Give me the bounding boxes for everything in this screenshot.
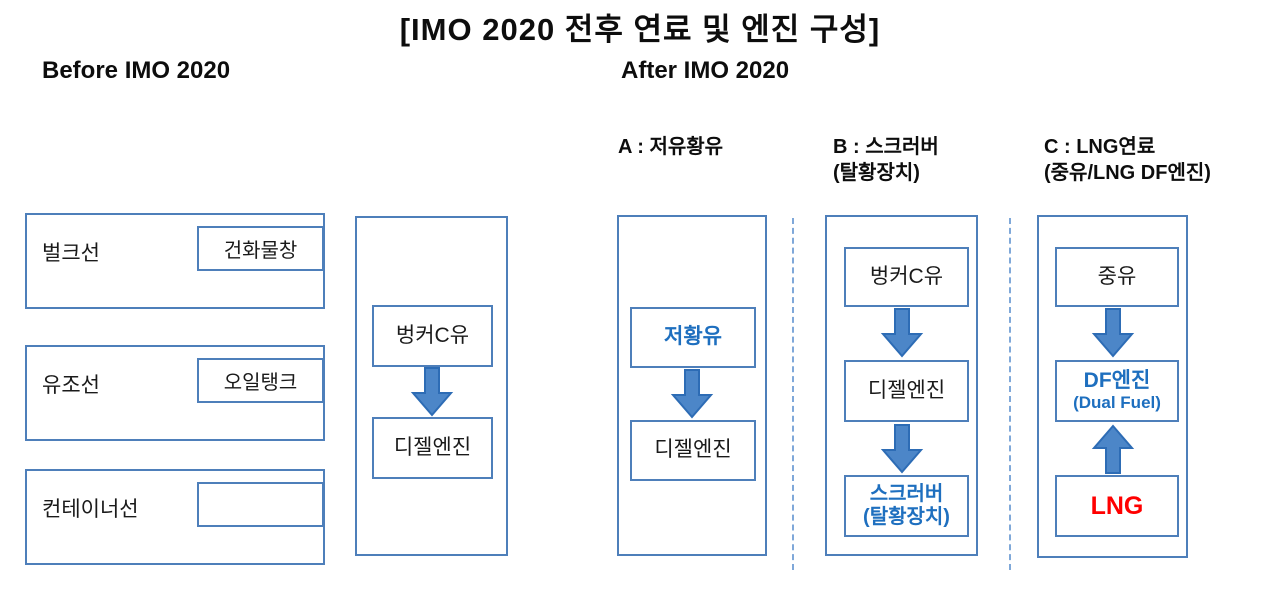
df-engine-label-line2: (Dual Fuel) [1073, 393, 1161, 413]
fuel-box: 벙커C유 [844, 247, 969, 307]
up-arrow-icon [1091, 424, 1135, 479]
df-engine-label-line1: DF엔진 [1083, 369, 1151, 393]
fuel-box: 저황유 [630, 307, 756, 368]
ship-type-label: 유조선 [42, 374, 100, 397]
after-heading: After IMO 2020 [621, 57, 790, 84]
down-arrow-icon [410, 367, 454, 422]
option-b-header: B : 스크러버 (탈황장치) [833, 134, 939, 186]
engine-box: 디젤엔진 [630, 420, 756, 481]
lng-box: LNG [1055, 475, 1179, 537]
option-c-header: C : LNG연료 (중유/LNG DF엔진) [1044, 134, 1211, 186]
option-a-column: 저황유 디젤엔진 [617, 215, 767, 556]
ship-row-container: 컨테이너선 [25, 469, 325, 565]
page-title: [IMO 2020 전후 연료 및 엔진 구성] [399, 12, 881, 47]
before-heading: Before IMO 2020 [42, 57, 231, 84]
ship-row-bulk: 벌크선 건화물창 [25, 213, 325, 309]
scrubber-box: 스크러버 (탈황장치) [844, 475, 969, 537]
fuel-box: 벙커C유 [372, 305, 493, 367]
down-arrow-icon [1091, 308, 1135, 363]
before-engine-column: 벙커C유 디젤엔진 [355, 216, 508, 556]
down-arrow-icon [880, 424, 924, 479]
option-b-header-line1: B : 스크러버 [833, 136, 939, 158]
cargo-hold-box [197, 482, 324, 527]
ship-type-label: 벌크선 [42, 242, 100, 265]
option-c-header-line2: (중유/LNG DF엔진) [1044, 162, 1211, 184]
df-engine-box: DF엔진 (Dual Fuel) [1055, 360, 1179, 422]
dashed-separator [792, 218, 794, 570]
scrubber-label-line1: 스크러버 [869, 483, 944, 505]
cargo-hold-box: 오일탱크 [197, 358, 324, 403]
option-a-header: A : 저유황유 [618, 134, 723, 160]
engine-box: 디젤엔진 [844, 360, 969, 422]
option-c-column: 중유 DF엔진 (Dual Fuel) LNG [1037, 215, 1188, 558]
engine-box: 디젤엔진 [372, 417, 493, 479]
scrubber-label-line2: (탈황장치) [863, 506, 950, 528]
down-arrow-icon [670, 369, 714, 424]
down-arrow-icon [880, 308, 924, 363]
option-b-column: 벙커C유 디젤엔진 스크러버 (탈황장치) [825, 215, 978, 556]
cargo-hold-box: 건화물창 [197, 226, 324, 271]
option-a-header-line1: A : 저유황유 [618, 136, 724, 158]
ship-row-tanker: 유조선 오일탱크 [25, 345, 325, 441]
option-c-header-line1: C : LNG연료 [1044, 136, 1156, 158]
ship-type-label: 컨테이너선 [42, 498, 139, 521]
fuel-box: 중유 [1055, 247, 1179, 307]
option-b-header-line2: (탈황장치) [833, 162, 920, 184]
dashed-separator [1009, 218, 1011, 570]
